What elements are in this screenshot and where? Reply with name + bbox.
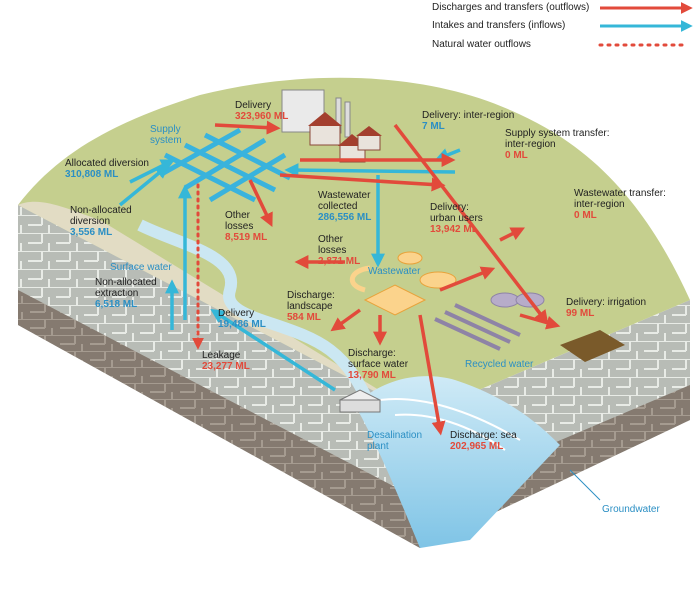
- sea: [355, 376, 560, 548]
- wastewater-plant: [350, 251, 457, 316]
- legend-natural: Natural water outflows: [432, 39, 531, 50]
- legend: [598, 2, 693, 47]
- city-buildings: [281, 89, 382, 163]
- groundwater-pointer: [569, 469, 601, 501]
- outflow-arrows: [214, 120, 561, 436]
- label-desalination: Desalination plant: [367, 430, 423, 452]
- legend-inflows: Intakes and transfers (inflows): [432, 20, 566, 31]
- desalination-plant: [338, 389, 382, 413]
- surface-water-river: [137, 219, 376, 408]
- label-supply-system: Supply system: [150, 124, 182, 146]
- irrigation-field: [560, 330, 625, 362]
- label-wastewater: Wastewater: [368, 266, 421, 277]
- label-recycled-water: Recycled water: [465, 359, 534, 370]
- legend-outflows: Discharges and transfers (outflows): [432, 2, 590, 13]
- supply-system-grid: [158, 127, 292, 203]
- label-surface-water: Surface water: [110, 262, 172, 273]
- label-groundwater: Groundwater: [602, 504, 660, 515]
- inflow-arrows: [118, 148, 461, 392]
